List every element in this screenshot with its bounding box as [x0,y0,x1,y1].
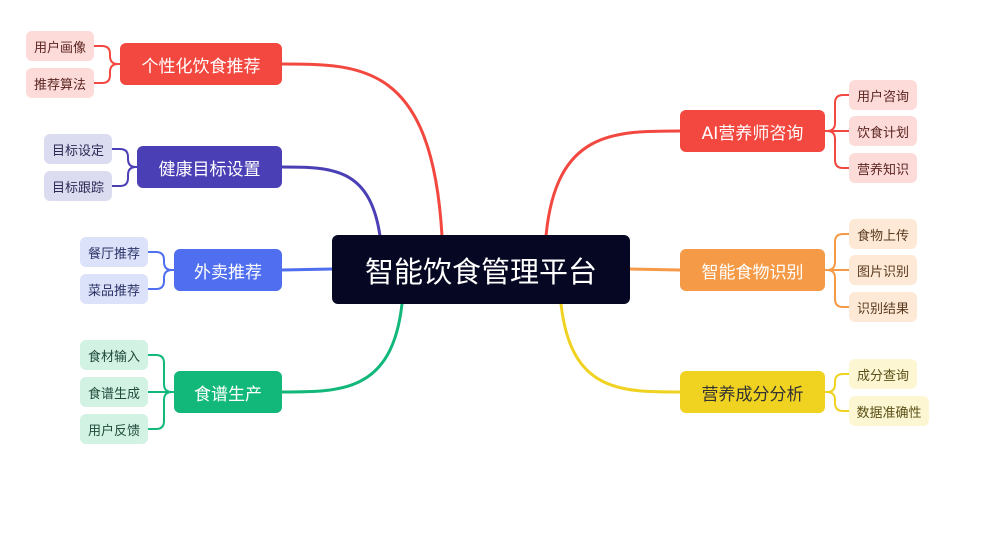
leaf-nutrition-knowledge[interactable]: 营养知识 [849,153,917,183]
leaf-recipe-generation[interactable]: 食谱生成 [80,377,148,407]
connector-root-personalized [280,62,444,238]
connector-leaf-personalized-0 [93,45,121,65]
leaf-dish-recommendation[interactable]: 菜品推荐 [80,274,148,304]
leaf-goal-setting[interactable]: 目标设定 [44,134,112,164]
connector-leaf-personalized-1 [93,63,121,84]
root-node[interactable]: 智能饮食管理平台 [332,235,630,304]
connector-leaf-recipe-0 [147,354,175,393]
connector-leaf-ai-dietitian-2 [824,130,850,169]
connector-root-ai-dietitian [544,129,682,238]
branch-takeout[interactable]: 外卖推荐 [174,249,282,291]
connector-root-health-goals [280,165,382,238]
connector-leaf-ai-dietitian-0 [824,94,850,132]
leaf-recognition-result[interactable]: 识别结果 [849,292,917,322]
leaf-image-recognition[interactable]: 图片识别 [849,255,917,285]
leaf-ingredient-query[interactable]: 成分查询 [849,359,917,389]
branch-health-goals[interactable]: 健康目标设置 [137,146,282,188]
connector-leaf-health-goals-0 [111,148,138,168]
leaf-user-consultation[interactable]: 用户咨询 [849,80,917,110]
connector-leaf-nutrition-analysis-0 [824,373,850,393]
branch-recipe-production[interactable]: 食谱生产 [174,371,282,413]
leaf-restaurant-recommendation[interactable]: 餐厅推荐 [80,237,148,267]
branch-nutrition-analysis[interactable]: 营养成分分析 [680,371,825,413]
connector-leaf-nutrition-analysis-1 [824,391,850,412]
connector-root-recipe [280,302,404,394]
branch-personalized-diet[interactable]: 个性化饮食推荐 [120,43,282,85]
connector-root-food-recognition [628,267,682,272]
connector-leaf-takeout-1 [147,269,175,290]
connector-leaf-food-recognition-2 [824,269,850,308]
connector-leaf-health-goals-1 [111,166,138,187]
leaf-user-feedback[interactable]: 用户反馈 [80,414,148,444]
leaf-diet-plan[interactable]: 饮食计划 [849,116,917,146]
branch-food-recognition[interactable]: 智能食物识别 [680,249,825,291]
leaf-ingredient-input[interactable]: 食材输入 [80,340,148,370]
leaf-user-profile[interactable]: 用户画像 [26,31,94,61]
leaf-food-upload[interactable]: 食物上传 [849,219,917,249]
connector-root-nutrition-analysis [559,302,682,394]
branch-ai-dietitian[interactable]: AI营养师咨询 [680,110,825,152]
connector-root-takeout [280,267,334,272]
leaf-goal-tracking[interactable]: 目标跟踪 [44,171,112,201]
connector-leaf-recipe-2 [147,391,175,430]
leaf-data-accuracy[interactable]: 数据准确性 [849,396,929,426]
connector-leaf-food-recognition-0 [824,233,850,271]
leaf-recommendation-algorithm[interactable]: 推荐算法 [26,68,94,98]
connector-leaf-takeout-0 [147,251,175,271]
